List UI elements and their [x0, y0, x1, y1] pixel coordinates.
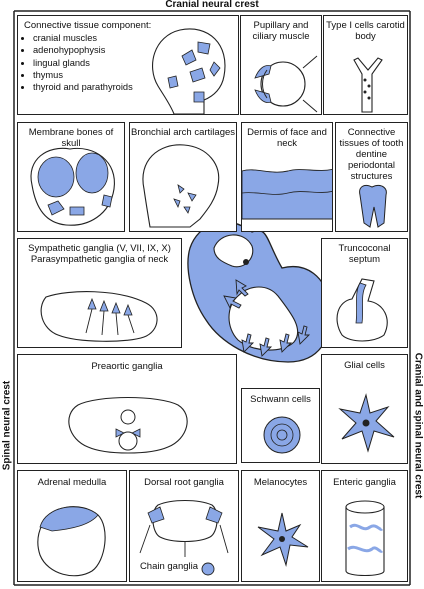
melanocytes-label: Melanocytes	[253, 477, 308, 488]
head-muscles-illustration	[151, 28, 226, 114]
enteric-label: Enteric ganglia	[333, 477, 396, 488]
list-item: thyroid and parathyroids	[33, 81, 133, 93]
type1-label: Type I cells carotid body	[326, 20, 405, 42]
panel-bronchial-arch: Bronchial arch cartilages	[129, 122, 237, 232]
panel-dermis: Dermis of face and neck	[241, 122, 333, 232]
dermis-illustration	[242, 168, 332, 220]
panel-truncoconal: Truncoconal septum	[321, 238, 408, 348]
heart-septum-illustration	[336, 278, 388, 342]
spinal-cord-illustration	[139, 499, 229, 576]
panel-tooth: Connective tissues of tooth dentine peri…	[335, 122, 408, 232]
panel-membrane-bones: Membrane bones of skull	[17, 122, 125, 232]
list-item: cranial muscles	[33, 32, 133, 44]
pupillary-label: Pupillary and ciliary muscle	[252, 20, 310, 42]
glial-label: Glial cells	[344, 360, 385, 371]
dermis-label: Dermis of face and neck	[247, 127, 327, 149]
panel-connective-tissue: Connective tissue component: cranial mus…	[17, 15, 239, 115]
adrenal-label: Adrenal medulla	[37, 477, 107, 488]
embryo-body	[187, 221, 332, 363]
bronchial-label: Bronchial arch cartilages	[130, 127, 236, 138]
tooth-illustration	[359, 184, 387, 228]
connective-list: cranial muscles adenohypophysis lingual …	[24, 32, 133, 93]
melanocyte-illustration	[257, 512, 309, 567]
cranial-neural-crest-title: Cranial neural crest	[165, 0, 259, 10]
fetal-head-illustration	[142, 144, 220, 228]
panel-dorsal-root: Dorsal root ganglia Chain ganglia	[129, 470, 239, 582]
dorsal-label: Dorsal root ganglia	[144, 477, 224, 488]
eye-illustration	[254, 55, 318, 113]
panel-preaortic-ganglia: Preaortic ganglia	[17, 354, 237, 464]
preaortic-illustration	[68, 397, 188, 454]
panel-enteric-ganglia: Enteric ganglia	[321, 470, 408, 582]
schwann-label: Schwann cells	[250, 394, 311, 405]
panel-type1-cells: Type I cells carotid body	[323, 15, 408, 115]
list-item: lingual glands	[33, 57, 133, 69]
tooth-label: Connective tissues of tooth dentine peri…	[339, 127, 404, 182]
preaortic-label: Preaortic ganglia	[91, 361, 163, 372]
glial-cell-illustration	[338, 393, 395, 453]
panel-melanocytes: Melanocytes	[241, 470, 320, 582]
panel-sympathetic-ganglia: Sympathetic ganglia (V, VII, IX, X) Para…	[17, 238, 182, 348]
adrenal-illustration	[37, 506, 106, 577]
panel-pupillary: Pupillary and ciliary muscle	[240, 15, 322, 115]
membrane-label: Membrane bones of skull	[28, 127, 114, 149]
panel-adrenal-medulla: Adrenal medulla	[17, 470, 127, 582]
embryo-arrows	[223, 279, 311, 357]
connective-title: Connective tissue component:	[24, 20, 152, 31]
panel-glial-cells: Glial cells	[321, 354, 408, 464]
skull-bones-illustration	[30, 147, 115, 226]
list-item: thymus	[33, 69, 133, 81]
cranial-ganglia-illustration	[40, 291, 158, 342]
list-item: adenohypophysis	[33, 44, 133, 56]
chain-ganglia-label: Chain ganglia	[139, 561, 199, 572]
truncoconal-label: Truncoconal septum	[338, 243, 391, 265]
carotid-body-illustration	[353, 57, 383, 113]
sympathetic-label: Sympathetic ganglia (V, VII, IX, X) Para…	[28, 243, 171, 265]
panel-schwann-cells: Schwann cells	[241, 388, 320, 463]
schwann-illustration	[263, 416, 301, 454]
gut-tube-illustration	[345, 500, 385, 577]
